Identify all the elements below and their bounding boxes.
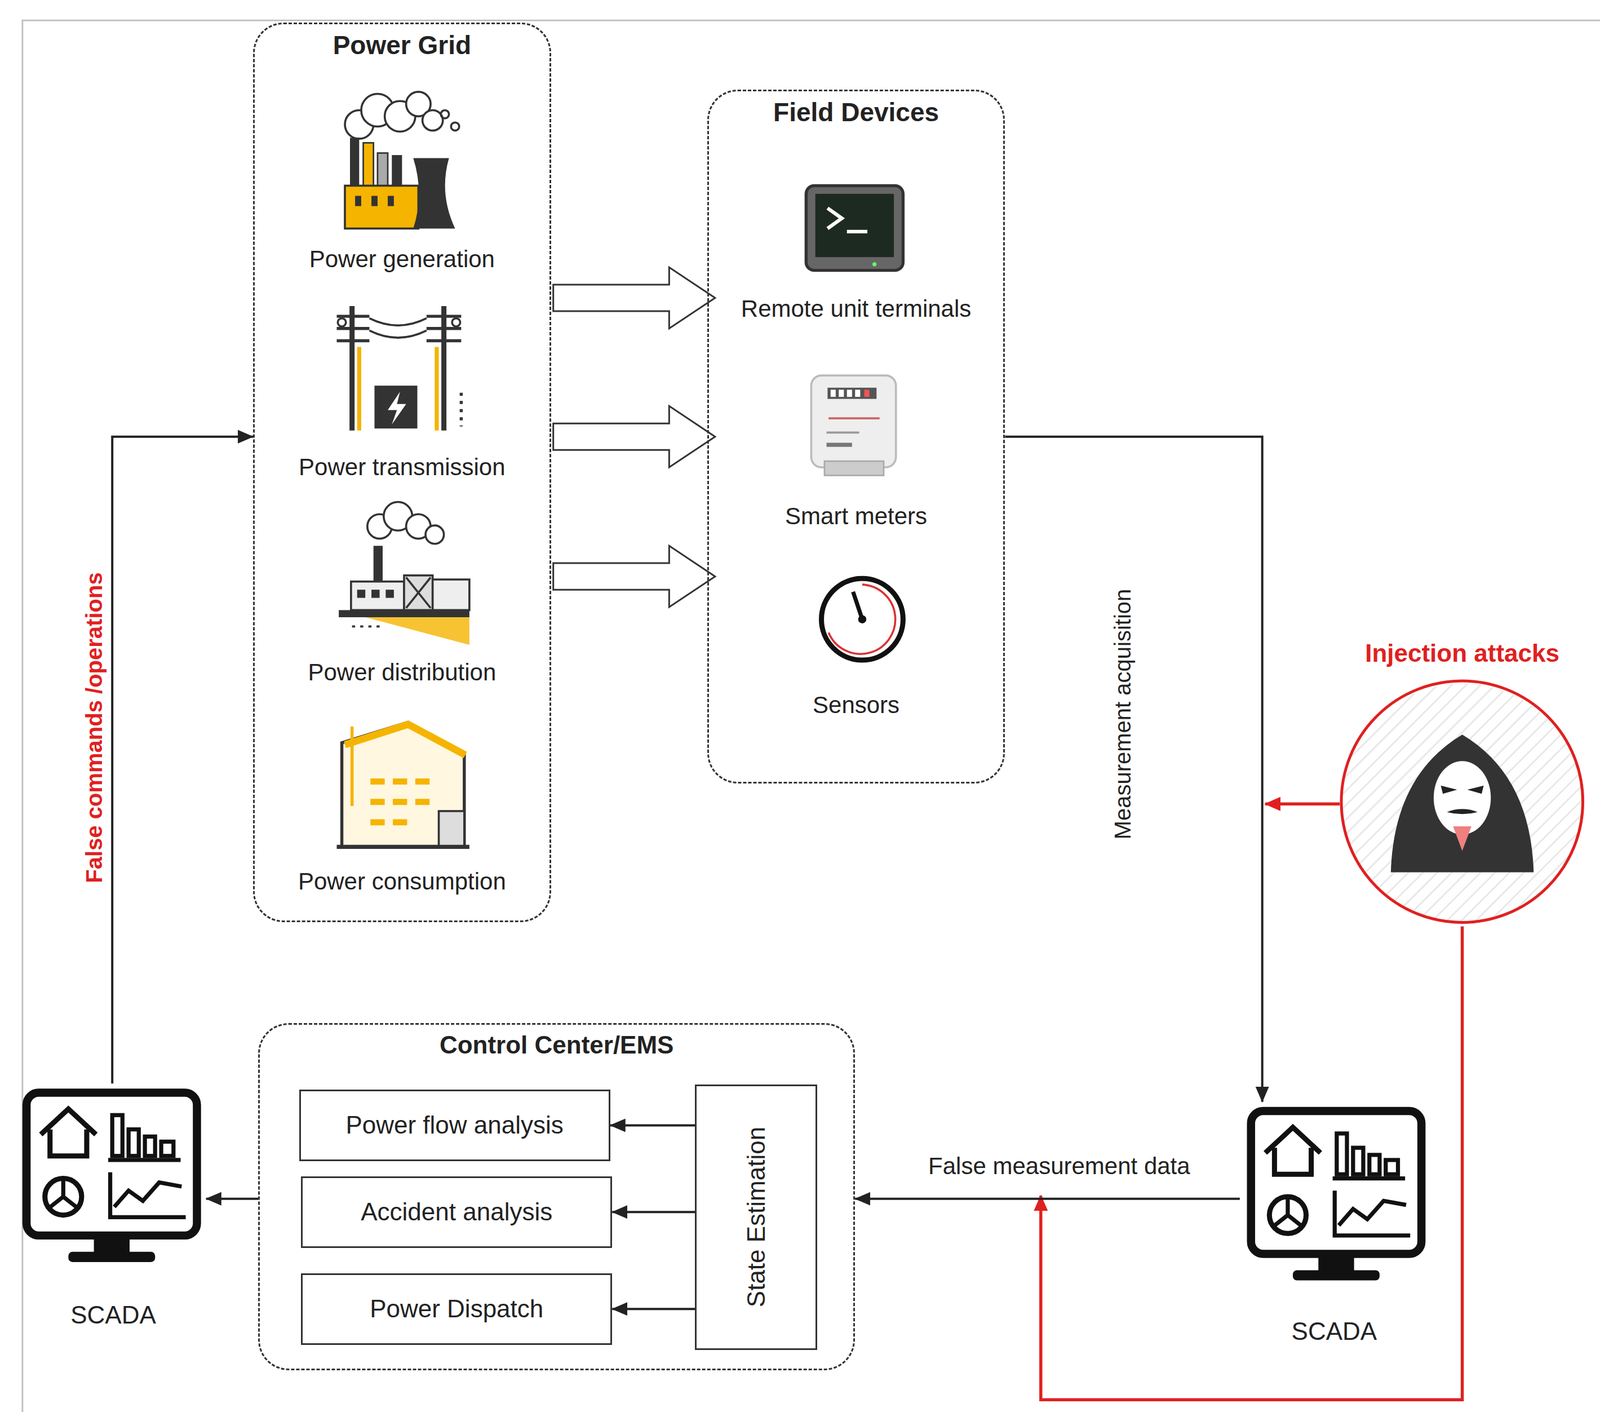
meter-icon [810,375,896,476]
device-icon: Remote unit terminals [717,178,995,324]
factory-icon [344,91,460,229]
label-text: Power consumption [298,867,507,896]
distribution-icon [338,502,470,645]
device-icon: Power generation [263,89,541,274]
label-text: Power generation [309,245,495,274]
block-arrow [553,545,716,607]
heading-text: Control Center/EMS [439,1030,675,1061]
terminal-icon [805,185,903,270]
label-text: Sensors [812,690,900,720]
connector [612,1210,695,1213]
connector [610,1123,695,1127]
label-text: Power distribution [307,658,496,687]
attacker-circle: Injection attacks [1339,638,1585,929]
label-text: Power flow analysis [345,1110,564,1141]
connector [206,1197,259,1200]
circle-outline [1339,679,1585,924]
heading-text: Injection attacks [1364,638,1560,669]
scada-station: SCADA [20,1083,207,1331]
container-panel: Power GridPower generationPower transmis… [253,22,552,923]
label-text: Power transmission [298,453,505,482]
process-box: Power flow analysis [299,1089,611,1161]
label-text: SCADA [1291,1316,1378,1347]
process-box: Accident analysis [300,1176,613,1248]
process-box: State Estimation [694,1084,818,1350]
scada-monitor-icon [1251,1110,1422,1280]
building-icon [336,721,469,847]
block-arrow [553,405,716,468]
label-text: Remote unit terminals [741,294,972,323]
device-icon: Sensors [717,571,995,720]
connector [854,1197,1240,1200]
edge-label: False measurement data [923,1151,1195,1181]
connector [112,436,254,1084]
container-panel: Field DevicesRemote unit terminalsSmart … [707,89,1006,784]
container-panel: Control Center/EMS Power flow analysisAcc… [258,1022,855,1370]
scada-monitor-icon [26,1092,197,1262]
label-text: Smart meters [785,502,928,531]
device-icon: Power consumption [263,714,541,896]
outer-frame [22,20,1600,1412]
label-text: State Estimation [741,1126,771,1307]
device-icon: Smart meters [717,367,995,531]
label-text: Accident analysis [360,1197,553,1227]
pylon-icon [336,306,462,431]
edge-label: Measurement acquisition [1108,584,1137,845]
label-text: SCADA [70,1300,157,1331]
scada-station: SCADA [1239,1101,1429,1347]
connector [1004,436,1262,1102]
heading-text: Field Devices [773,96,939,128]
connector [612,1307,695,1310]
label-text: Power Dispatch [369,1293,544,1324]
gauge-icon [821,578,904,660]
block-arrow [553,267,716,329]
device-icon: Power transmission [263,298,541,482]
process-box: Power Dispatch [300,1273,613,1345]
edge-label: False commands /operations [80,567,108,888]
device-icon: Power distribution [263,504,541,687]
heading-text: Power Grid [333,29,472,61]
injection-line [1265,802,1340,806]
